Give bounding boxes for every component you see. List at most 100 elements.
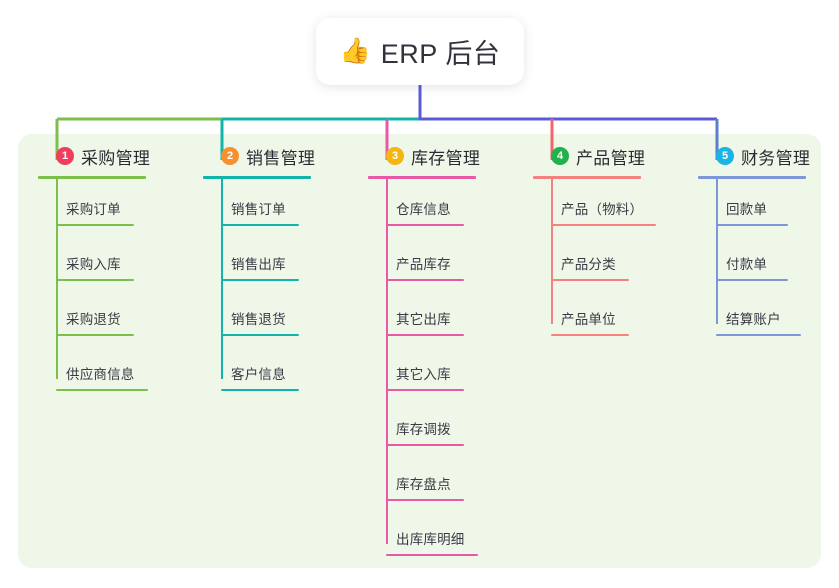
leaf-item[interactable]: 销售订单 (203, 179, 315, 234)
column-badge-icon-3: 3 (386, 147, 404, 165)
leaf-item-rule (386, 444, 464, 446)
leaf-item-rule (221, 224, 299, 226)
leaf-item-rule (221, 389, 299, 391)
leaf-item-label: 采购入库 (66, 257, 121, 272)
leaf-list-2: 销售订单销售出库销售退货客户信息 (203, 179, 315, 399)
leaf-item[interactable]: 产品单位 (533, 289, 645, 344)
column-title-2: 销售管理 (246, 148, 316, 168)
leaf-item-label: 销售订单 (231, 202, 286, 217)
leaf-item-label: 仓库信息 (396, 202, 451, 217)
leaf-item-rule (551, 334, 629, 336)
leaf-item-label: 销售退货 (231, 312, 286, 327)
leaf-item[interactable]: 出库库明细 (368, 509, 480, 564)
leaf-item-label: 结算账户 (726, 312, 781, 327)
column-rule-5 (698, 176, 806, 179)
leaf-item[interactable]: 库存盘点 (368, 454, 480, 509)
leaf-item-rule (56, 389, 148, 391)
leaf-item[interactable]: 采购退货 (38, 289, 150, 344)
leaf-item-rule (716, 224, 788, 226)
leaf-item-rule (551, 224, 656, 226)
leaf-item-label: 采购订单 (66, 202, 121, 217)
column-1: 1 采购管理采购订单采购入库采购退货供应商信息 (38, 143, 150, 399)
column-rule-4 (533, 176, 641, 179)
leaf-item-rule (386, 554, 478, 556)
column-header-4[interactable]: 4 产品管理 (533, 143, 645, 169)
leaf-item[interactable]: 客户信息 (203, 344, 315, 399)
leaf-item-rule (386, 389, 464, 391)
leaf-list-5: 回款单付款单结算账户 (698, 179, 810, 344)
leaf-item-label: 产品（物料） (561, 202, 644, 217)
column-badge-icon-5: 5 (716, 147, 734, 165)
leaf-item[interactable]: 结算账户 (698, 289, 810, 344)
leaf-item[interactable]: 付款单 (698, 234, 810, 289)
leaf-item-label: 供应商信息 (66, 367, 135, 382)
leaf-item-label: 库存调拨 (396, 422, 451, 437)
leaf-spine-3 (386, 179, 388, 544)
leaf-item-rule (221, 334, 299, 336)
leaf-item-label: 出库库明细 (396, 532, 465, 547)
column-title-4: 产品管理 (576, 148, 646, 168)
leaf-item[interactable]: 销售退货 (203, 289, 315, 344)
column-header-1[interactable]: 1 采购管理 (38, 143, 150, 169)
leaf-item-rule (386, 334, 464, 336)
root-node[interactable]: 👍 ERP 后台 (316, 18, 524, 85)
column-header-2[interactable]: 2 销售管理 (203, 143, 315, 169)
leaf-spine-5 (716, 179, 718, 324)
leaf-item-label: 销售出库 (231, 257, 286, 272)
column-badge-icon-1: 1 (56, 147, 74, 165)
leaf-item-rule (56, 334, 134, 336)
column-header-3[interactable]: 3 库存管理 (368, 143, 480, 169)
column-rule-1 (38, 176, 146, 179)
leaf-item[interactable]: 仓库信息 (368, 179, 480, 234)
leaf-item-rule (386, 499, 464, 501)
leaf-list-3: 仓库信息产品库存其它出库其它入库库存调拨库存盘点出库库明细 (368, 179, 480, 564)
column-2: 2 销售管理销售订单销售出库销售退货客户信息 (203, 143, 315, 399)
column-rule-2 (203, 176, 311, 179)
column-title-5: 财务管理 (741, 148, 811, 168)
leaf-item-rule (551, 279, 629, 281)
leaf-item[interactable]: 产品库存 (368, 234, 480, 289)
leaf-item[interactable]: 供应商信息 (38, 344, 150, 399)
column-header-5[interactable]: 5 财务管理 (698, 143, 810, 169)
leaf-item-label: 其它入库 (396, 367, 451, 382)
column-rule-3 (368, 176, 476, 179)
leaf-item-rule (221, 279, 299, 281)
leaf-item[interactable]: 产品（物料） (533, 179, 656, 234)
column-badge-icon-4: 4 (551, 147, 569, 165)
leaf-item-rule (56, 224, 134, 226)
leaf-item[interactable]: 产品分类 (533, 234, 645, 289)
leaf-item-label: 回款单 (726, 202, 768, 217)
root-node-label: ERP 后台 (380, 39, 501, 69)
column-4: 4 产品管理产品（物料） 产品分类产品单位 (533, 143, 656, 344)
column-title-3: 库存管理 (411, 148, 481, 168)
leaf-item-label: 采购退货 (66, 312, 121, 327)
leaf-item-rule (386, 279, 464, 281)
leaf-item[interactable]: 采购订单 (38, 179, 150, 234)
leaf-item-rule (716, 334, 801, 336)
leaf-item[interactable]: 回款单 (698, 179, 810, 234)
column-title-1: 采购管理 (81, 148, 151, 168)
column-5: 5 财务管理回款单付款单结算账户 (698, 143, 810, 344)
leaf-item-label: 付款单 (726, 257, 768, 272)
leaf-item-label: 产品库存 (396, 257, 451, 272)
leaf-spine-4 (551, 179, 553, 324)
leaf-list-4: 产品（物料） 产品分类产品单位 (533, 179, 656, 344)
leaf-list-1: 采购订单采购入库采购退货供应商信息 (38, 179, 150, 399)
leaf-item[interactable]: 其它出库 (368, 289, 480, 344)
column-3: 3 库存管理仓库信息产品库存其它出库其它入库库存调拨库存盘点出库库明细 (368, 143, 480, 564)
leaf-item-label: 产品分类 (561, 257, 616, 272)
leaf-item-label: 客户信息 (231, 367, 286, 382)
leaf-item[interactable]: 销售出库 (203, 234, 315, 289)
thumbs-up-icon: 👍 (339, 37, 371, 65)
column-badge-icon-2: 2 (221, 147, 239, 165)
leaf-item[interactable]: 其它入库 (368, 344, 480, 399)
diagram-canvas-panel (18, 134, 821, 568)
leaf-item-label: 其它出库 (396, 312, 451, 327)
leaf-item-rule (386, 224, 464, 226)
leaf-item[interactable]: 库存调拨 (368, 399, 480, 454)
leaf-item-label: 产品单位 (561, 312, 616, 327)
leaf-item-label: 库存盘点 (396, 477, 451, 492)
leaf-item[interactable]: 采购入库 (38, 234, 150, 289)
leaf-item-rule (56, 279, 134, 281)
